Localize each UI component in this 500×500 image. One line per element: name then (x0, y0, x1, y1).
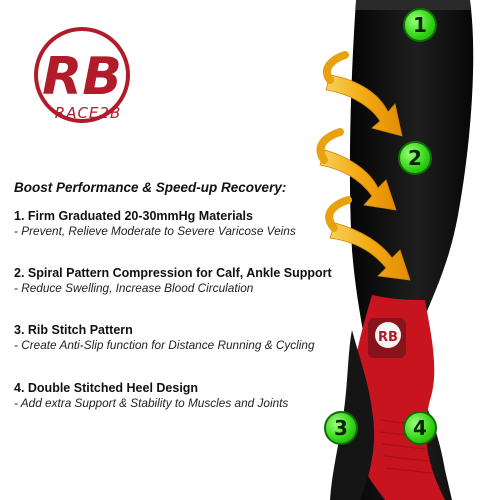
feature-desc: - Create Anti-Slip function for Distance… (14, 338, 315, 352)
logo-letters: RB (42, 47, 122, 107)
logo-ring (34, 27, 130, 123)
spiral-arrow-3 (329, 222, 411, 281)
feature-desc: - Reduce Swelling, Increase Blood Circul… (14, 281, 254, 295)
sock-top-band (356, 0, 470, 10)
feature-3: 3. Rib Stitch Pattern - Create Anti-Slip… (14, 322, 366, 353)
feature-title: 3. Rib Stitch Pattern (14, 323, 133, 337)
badge-2: 2 (398, 141, 432, 175)
spiral-arrow-1 (325, 74, 403, 137)
spiral-arrow-back-2 (316, 128, 344, 164)
badge-3: 3 (324, 411, 358, 445)
spiral-arrow-back-3 (325, 196, 352, 232)
headline: Boost Performance & Speed-up Recovery: (14, 180, 287, 195)
spiral-arrow-2 (319, 149, 397, 211)
badge-4: 4 (403, 411, 437, 445)
spiral-arrow-back-1 (322, 51, 349, 84)
feature-title: 4. Double Stitched Heel Design (14, 381, 199, 395)
heel-logo-circle (375, 322, 401, 348)
feature-title: 2. Spiral Pattern Compression for Calf, … (14, 266, 332, 280)
feature-4: 4. Double Stitched Heel Design - Add ext… (14, 380, 366, 411)
feature-title: 1. Firm Graduated 20-30mmHg Materials (14, 209, 253, 223)
brand-name: RACE2B (54, 104, 122, 122)
feature-desc: - Prevent, Relieve Moderate to Severe Va… (14, 224, 296, 238)
feature-2: 2. Spiral Pattern Compression for Calf, … (14, 265, 366, 296)
heel-logo-letters: RB (378, 330, 398, 345)
feature-desc: - Add extra Support & Stability to Muscl… (14, 396, 289, 410)
race2b-logo: RB (34, 27, 130, 123)
badge-1: 1 (403, 8, 437, 42)
feature-1: 1. Firm Graduated 20-30mmHg Materials - … (14, 208, 366, 239)
